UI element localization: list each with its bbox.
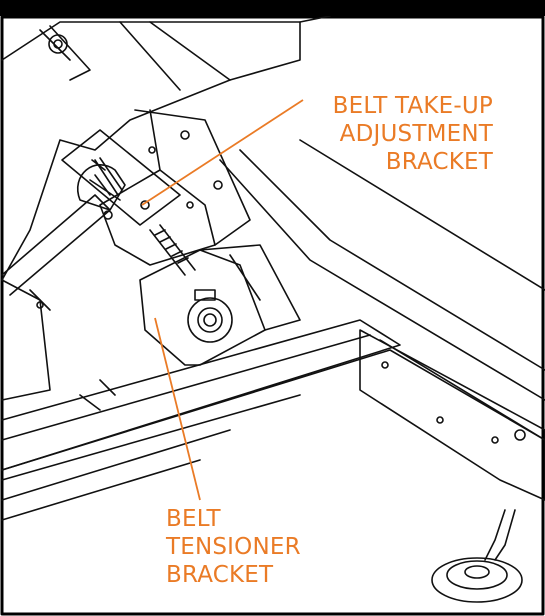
- lower-left-rail: [1, 429, 231, 521]
- tensioner-bracket-part: [139, 244, 301, 366]
- top-black-bar: [0, 0, 545, 16]
- threaded-rod: [91, 157, 196, 276]
- takeup-bracket-part: [61, 109, 251, 266]
- upper-frame-beam: [1, 16, 331, 281]
- callout-tensioner-label: BELT TENSIONER BRACKET: [166, 505, 301, 589]
- main-frame-rail: [219, 139, 545, 401]
- left-post: [1, 279, 51, 401]
- image-border: [0, 16, 545, 616]
- wrench: [1, 164, 126, 296]
- callout-line: TENSIONER: [166, 534, 301, 560]
- right-leg: [359, 329, 545, 561]
- callout-leaders: [141, 99, 304, 501]
- line-drawing: [0, 16, 545, 616]
- callout-line: BRACKET: [166, 562, 274, 588]
- callout-line: BRACKET: [385, 149, 493, 175]
- takeup-leader: [141, 99, 304, 206]
- callout-line: BELT TAKE-UP: [332, 93, 493, 119]
- callout-line: ADJUSTMENT: [339, 121, 493, 147]
- callout-takeup-label: BELT TAKE-UP ADJUSTMENT BRACKET: [333, 92, 493, 176]
- tensioner-leader: [154, 317, 201, 501]
- lower-cross-member: [1, 319, 545, 481]
- callout-line: BELT: [166, 506, 221, 532]
- leveling-foot: [431, 557, 523, 603]
